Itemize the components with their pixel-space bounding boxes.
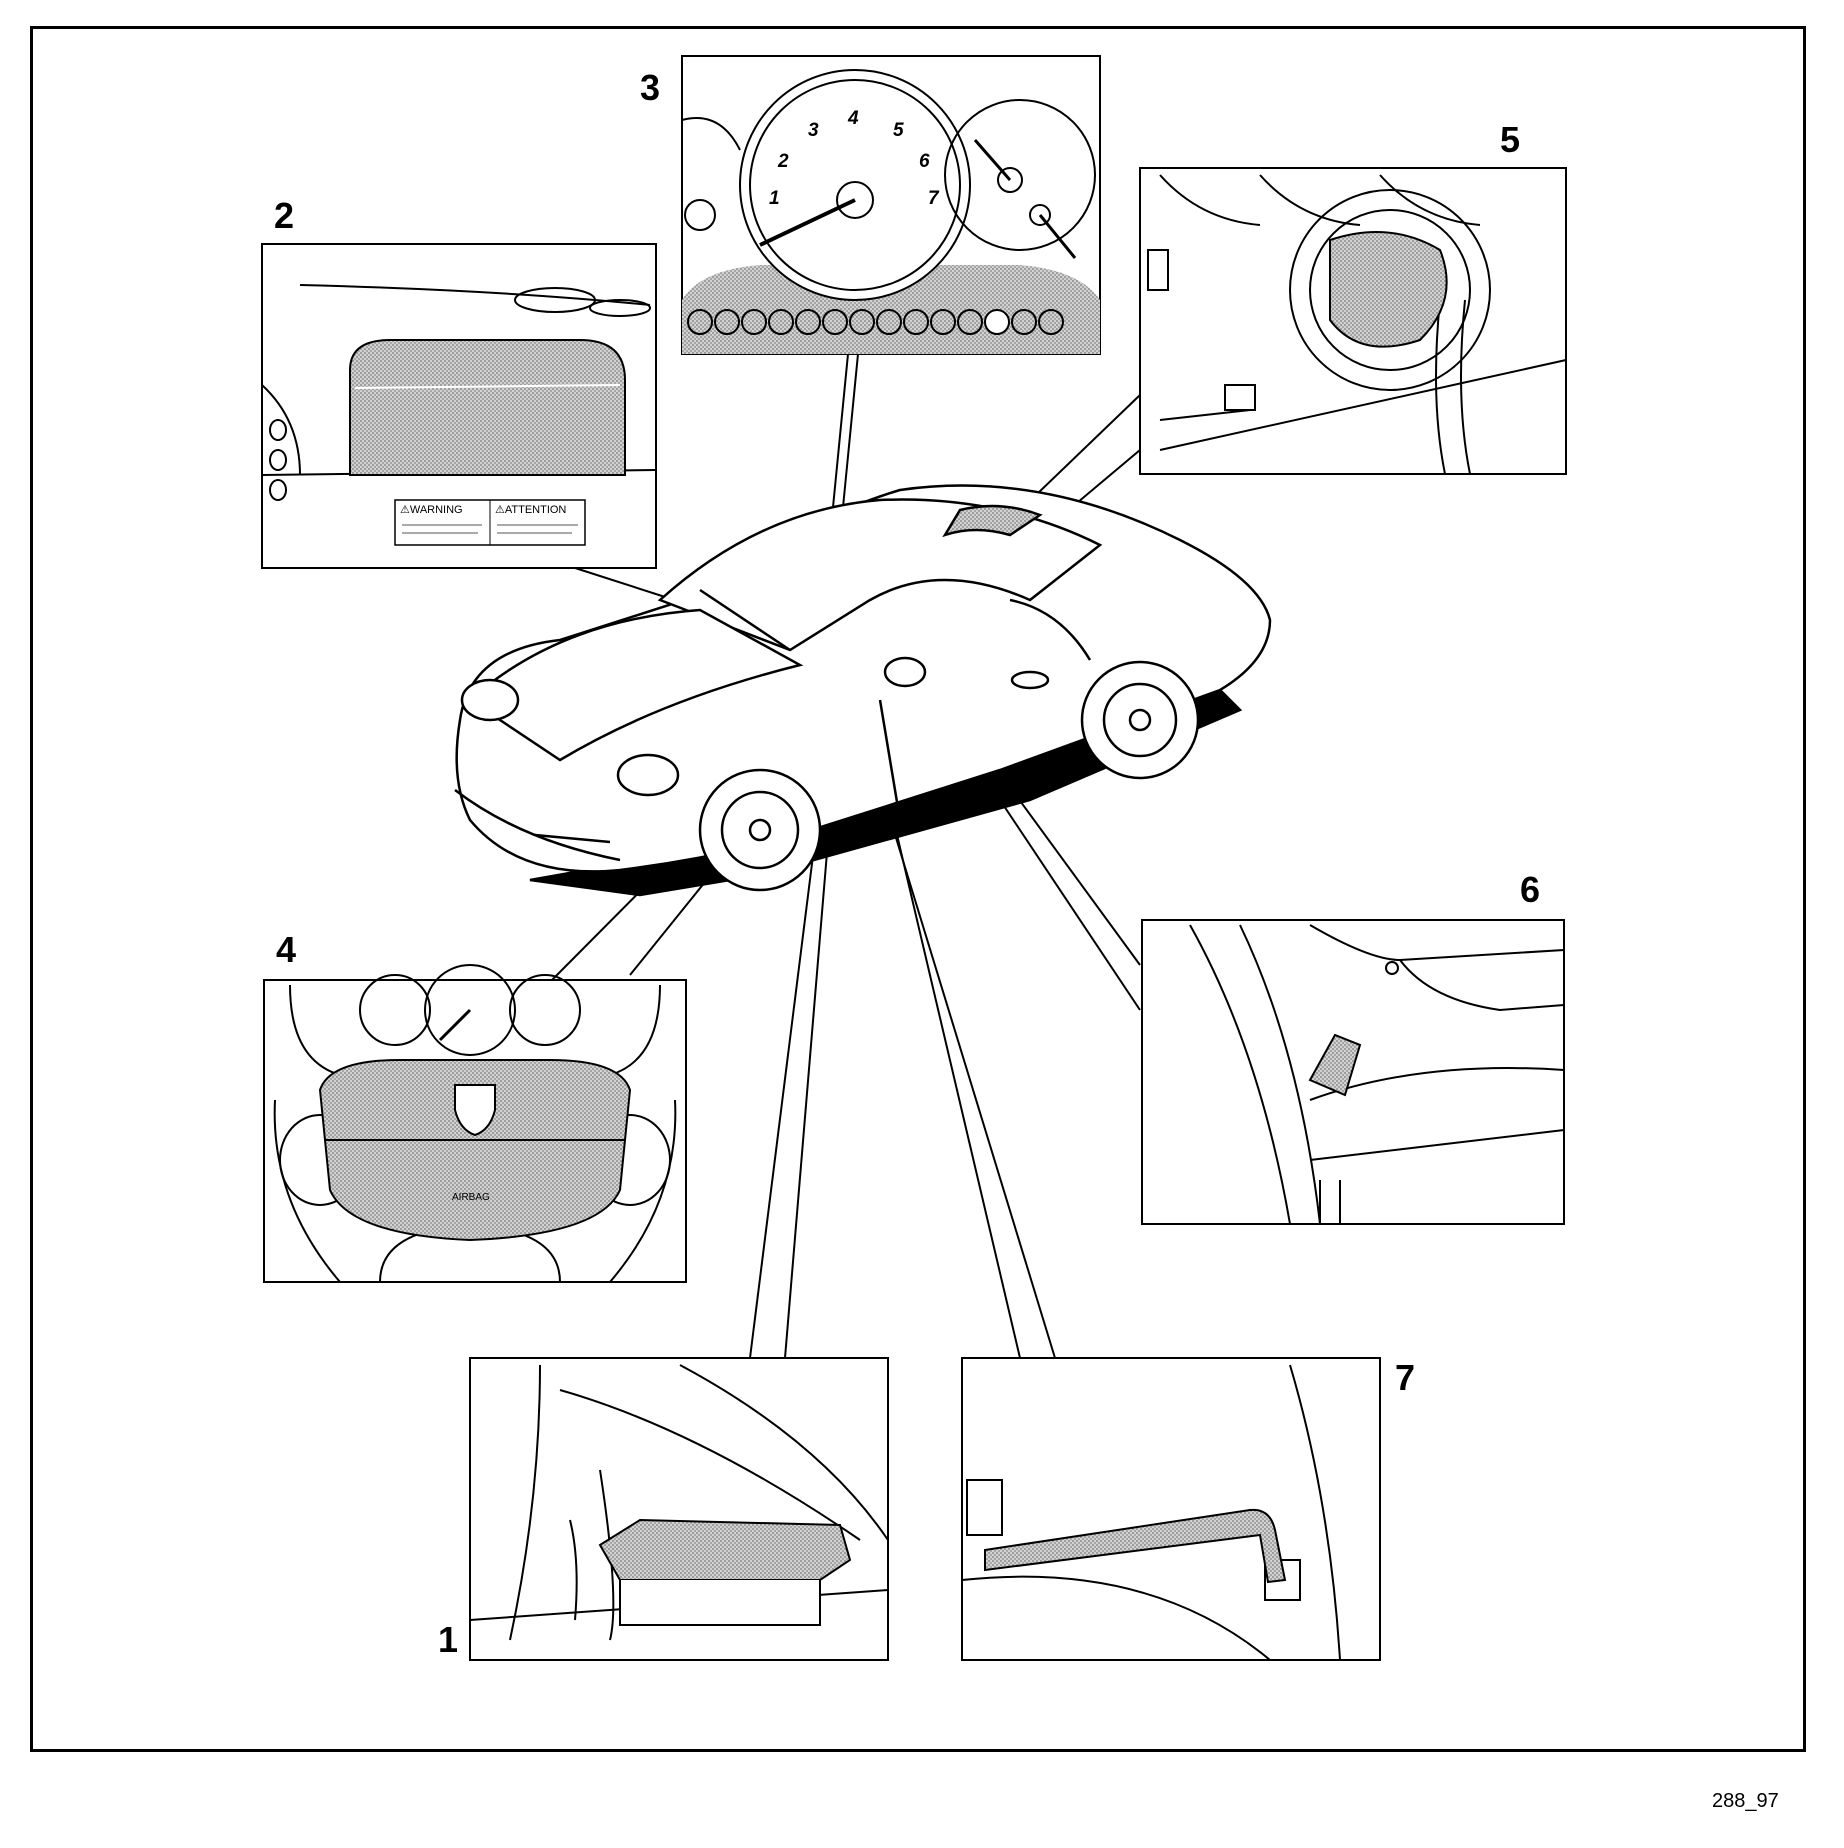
tach-3: 3 <box>808 120 819 141</box>
callout-5: 5 <box>1500 119 1520 160</box>
callout-6: 6 <box>1520 869 1540 910</box>
vent-icons <box>269 419 287 501</box>
warning-lamp-row <box>687 309 1064 335</box>
clock-spring <box>1329 231 1448 348</box>
driver-airbag-cover <box>318 1059 632 1242</box>
car-illustration <box>454 484 1272 897</box>
pretensioner-tube <box>984 1508 1287 1584</box>
callout-1: 1 <box>438 1619 458 1660</box>
diagram-frame <box>30 26 1806 1752</box>
tach-4: 4 <box>847 108 859 129</box>
panel-1: 1 <box>438 1357 889 1661</box>
crest-icon <box>454 1084 496 1137</box>
callout-4: 4 <box>276 929 296 970</box>
panel-5: 5 <box>1139 119 1567 475</box>
callout-7: 7 <box>1395 1357 1415 1398</box>
panel-6: 6 <box>1141 869 1565 1225</box>
figure-reference: 288_97 <box>1712 1790 1779 1812</box>
callout-2: 2 <box>274 195 294 236</box>
tach-1: 1 <box>769 188 780 209</box>
tach-7: 7 <box>928 188 940 209</box>
airbag-warning-lamp <box>984 309 1010 335</box>
passenger-airbag-cover <box>349 339 626 476</box>
belt-buckle <box>1308 1033 1362 1097</box>
panel-3: 1 2 3 4 5 6 7 3 <box>640 55 1101 355</box>
panel-7: 7 <box>961 1357 1415 1661</box>
tach-5: 5 <box>893 120 904 141</box>
control-unit <box>598 1518 852 1581</box>
panel-2: ⚠WARNING ⚠ATTENTION 2 <box>261 195 657 569</box>
tach-6: 6 <box>919 151 930 172</box>
callout-3: 3 <box>640 67 660 108</box>
panel-4: AIRBAG 4 <box>263 929 687 1283</box>
airbag-label: AIRBAG <box>452 1192 490 1203</box>
attention-text: ⚠ATTENTION <box>495 504 566 516</box>
warning-text: ⚠WARNING <box>400 504 463 516</box>
tach-2: 2 <box>777 151 789 172</box>
